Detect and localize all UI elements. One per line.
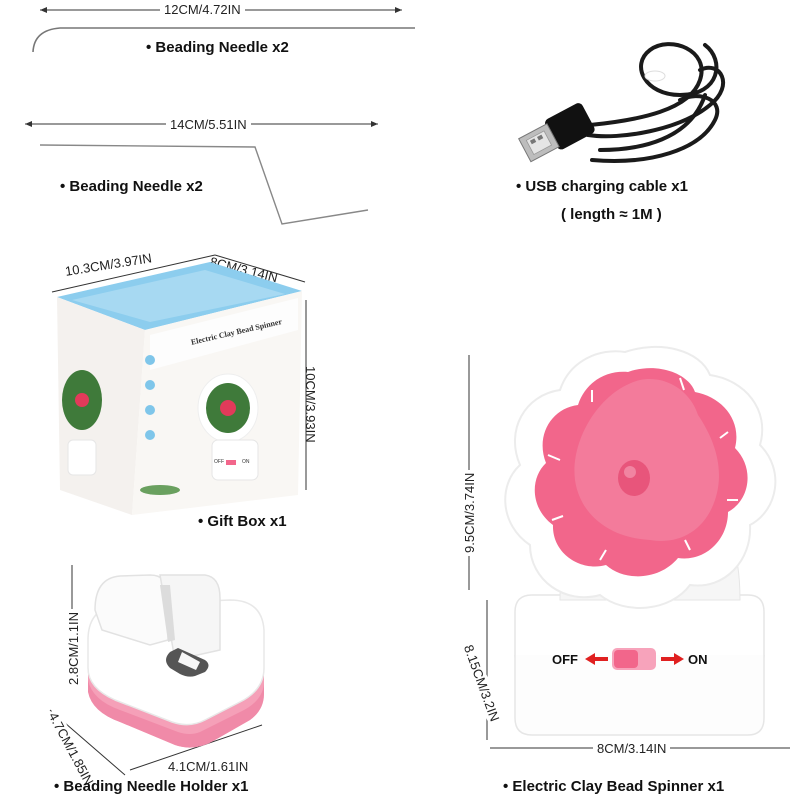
- spinner-switch-off-label: OFF: [552, 652, 578, 667]
- spinner-caption: Electric Clay Bead Spinner x1: [503, 778, 724, 795]
- usb-cable-caption: USB charging cable x1: [516, 178, 688, 195]
- holder-width-label: 4.1CM/1.61IN: [168, 759, 249, 774]
- gift-box-switch-on: ON: [242, 459, 250, 465]
- gift-box-caption: Gift Box x1: [198, 513, 286, 530]
- usb-cable-length-note: ( length ≈ 1M ): [561, 206, 662, 223]
- holder-caption: Beading Needle Holder x1: [54, 778, 248, 795]
- needle-2-caption: Beading Needle x2: [60, 178, 202, 195]
- needle-2-dimension-label: 14CM/5.51IN: [166, 117, 251, 132]
- spinner-switch-on-label: ON: [688, 652, 708, 667]
- needle-1-dimension-label: 12CM/4.72IN: [160, 2, 245, 17]
- spinner-width-label: 8CM/3.14IN: [593, 741, 671, 756]
- gift-box-switch-off: OFF: [214, 459, 224, 465]
- needle-1-caption: Beading Needle x2: [146, 39, 288, 56]
